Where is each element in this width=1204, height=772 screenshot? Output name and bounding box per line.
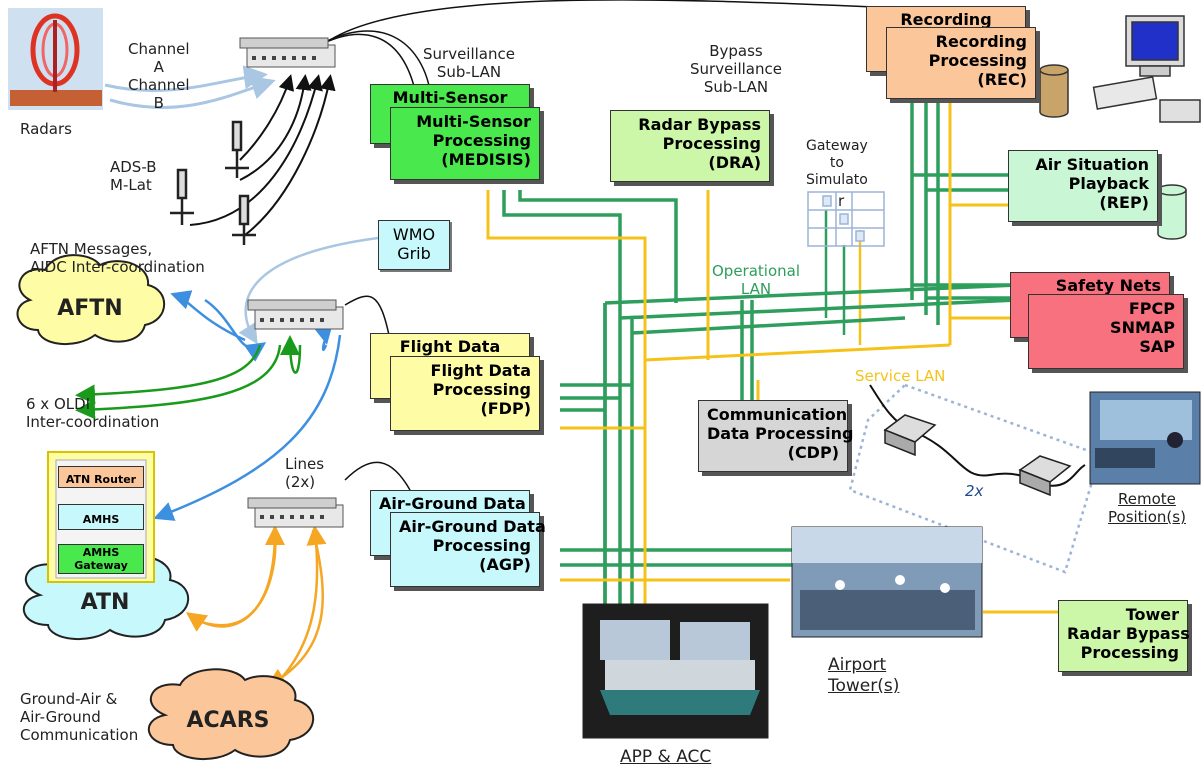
remote-units [883, 414, 1072, 497]
switch-aftn [247, 299, 344, 330]
communication-data-processing-box: Communication Data Processing (CDP) [698, 400, 853, 472]
gateway-grid [807, 191, 885, 247]
remote-position-photo [1089, 391, 1201, 485]
aftn-messages-label: AFTN Messages, AIDC Inter-coordination [30, 240, 205, 276]
bypass-sublan-label: Bypass Surveillance Sub-LAN [690, 42, 782, 96]
radars-label: Radars [20, 120, 72, 138]
radar-links [104, 65, 276, 109]
app-acc-photo [582, 603, 769, 739]
aftn-cloud-label: AFTN [57, 296, 123, 321]
adsb-label: ADS-B M-Lat [110, 158, 157, 194]
amhs-box: AMHS [58, 504, 144, 530]
switch-lines [247, 497, 344, 528]
aftn-cloud [16, 254, 166, 346]
amhs-gateway-box: AMHS Gateway [58, 544, 144, 574]
aftn-links [75, 236, 379, 521]
operational-lan-label: Operational LAN [712, 262, 801, 298]
ground-air-label: Ground-Air & Air-Ground Communication [20, 690, 139, 744]
acars-cloud-label: ACARS [186, 708, 270, 733]
atn-router-box: ATN Router [58, 466, 144, 488]
adsb-links [189, 74, 336, 236]
service-lan-label: Service LAN [855, 367, 946, 385]
acars-cloud [147, 668, 315, 761]
gateway-links [824, 210, 862, 345]
airport-tower-photo [791, 526, 983, 638]
gateway-r-label: r [838, 192, 845, 210]
app-acc-label: APP & ACC [620, 747, 712, 767]
multi-sensor-processing-box: Multi-Sensor Processing (MEDISIS) [390, 107, 540, 180]
safety-nets-processing-box: FPCP SNMAP SAP [1028, 294, 1184, 369]
two-x-label: 2x [965, 482, 984, 500]
lines-label: Lines (2x) [285, 455, 325, 491]
air-situation-playback-box: Air Situation Playback (REP) [1008, 150, 1158, 222]
acars-links [185, 525, 327, 688]
recording-processing-box: Recording Processing (REC) [886, 27, 1036, 99]
air-ground-data-processing-box: Air-Ground Data Processing (AGP) [390, 512, 546, 587]
rep-database [1157, 184, 1187, 240]
surveillance-sublan-label: Surveillance Sub-LAN [423, 45, 515, 81]
flight-data-processing-box: Flight Data Processing (FDP) [390, 356, 540, 431]
gateway-simulator-label: Gateway to Simulato [806, 138, 868, 188]
tower-radar-bypass-box: Tower Radar Bypass Processing [1058, 600, 1190, 672]
channel-label: Channel A Channel B [128, 40, 190, 112]
rec-database [1039, 64, 1069, 118]
workstation-image [1092, 15, 1201, 123]
radar-bypass-processing-box: Radar Bypass Processing (DRA) [610, 110, 770, 182]
switch-surveillance [239, 37, 336, 68]
radar-image [8, 8, 103, 110]
wmo-grib-box: WMO Grib [378, 220, 450, 270]
oldi-label: 6 x OLDI Inter-coordination [26, 395, 160, 431]
remote-positions-label: Remote Position(s) [1108, 490, 1186, 526]
airport-towers-label: Airport Tower(s) [828, 655, 900, 696]
adsb-antennas [170, 120, 256, 245]
atn-cloud-label: ATN [80, 590, 130, 615]
